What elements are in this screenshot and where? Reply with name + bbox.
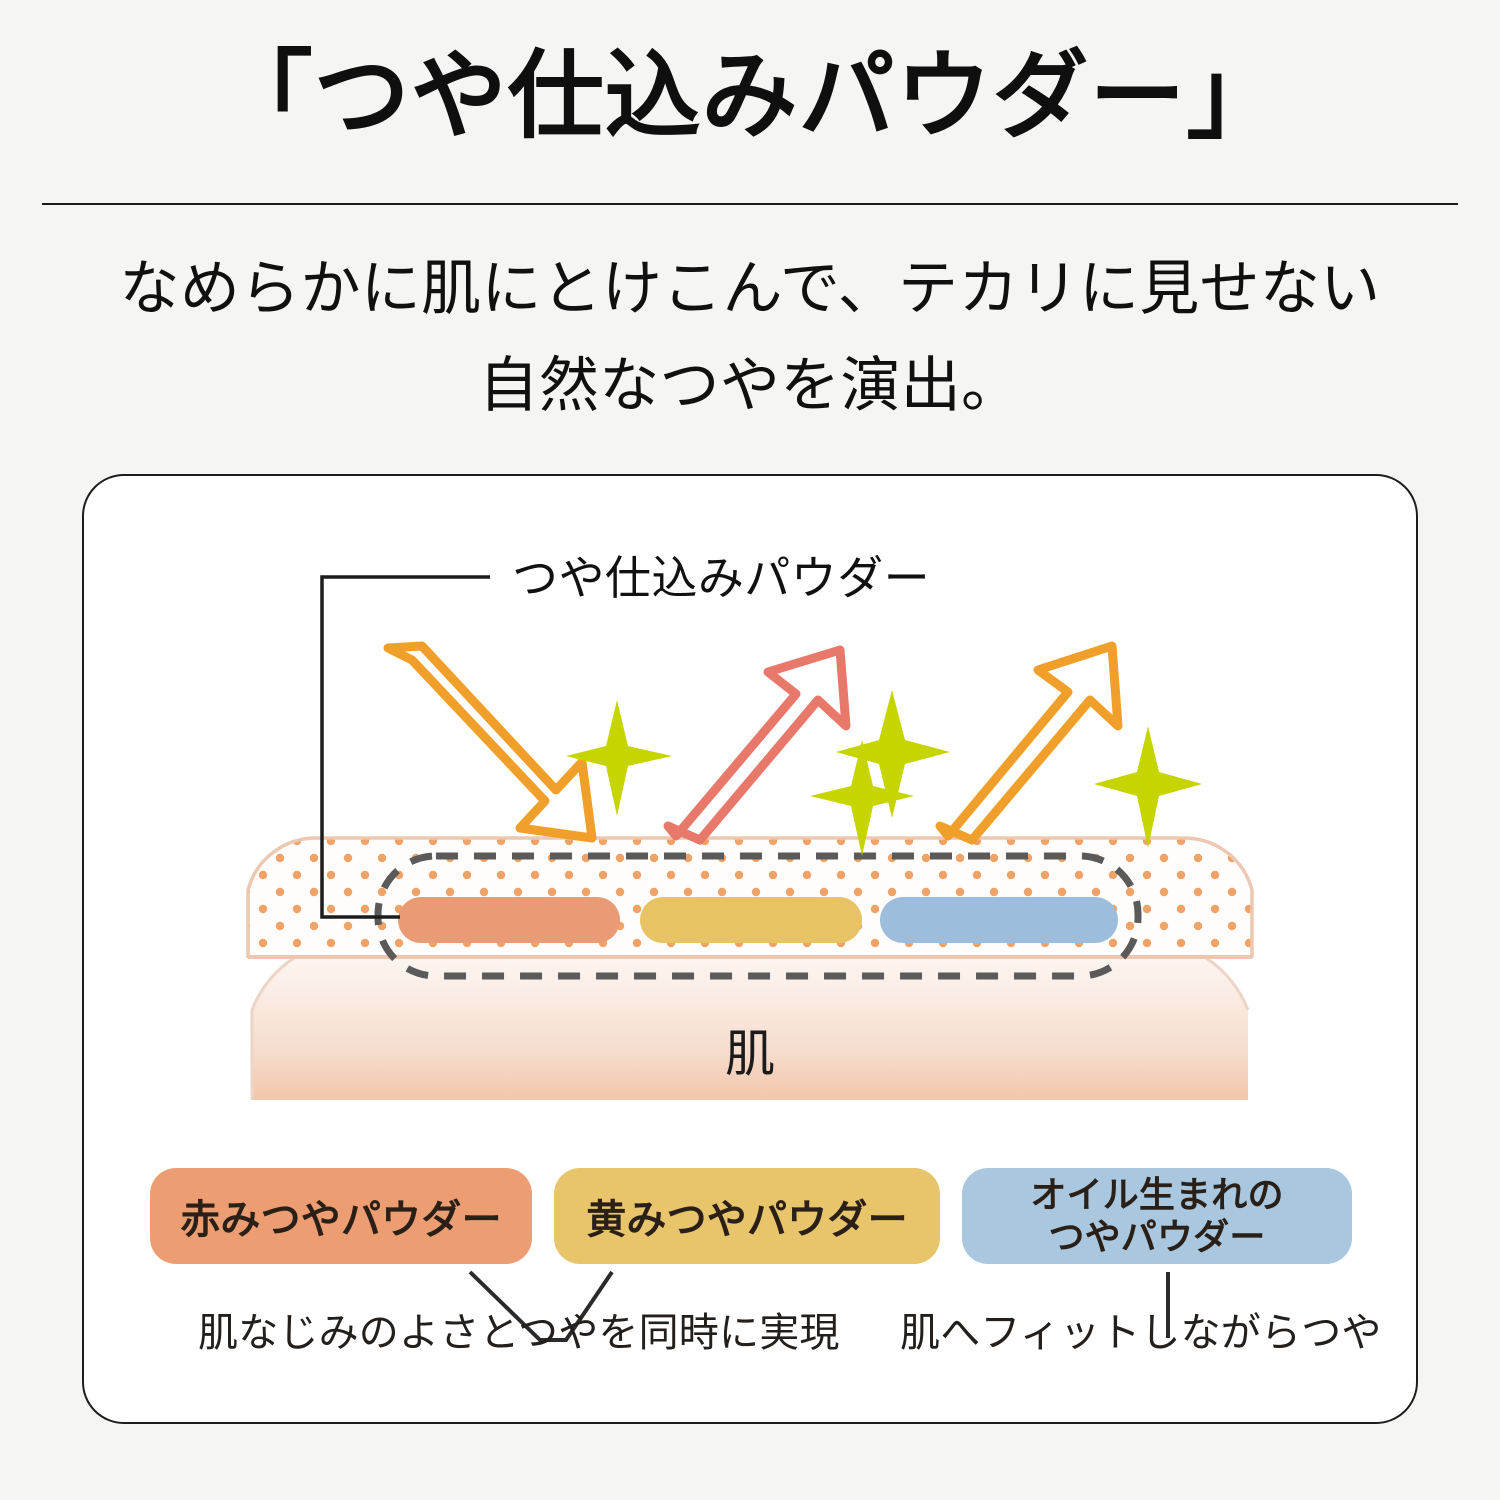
page-title: 「つや仕込みパウダー」 — [216, 43, 1284, 150]
legend-chip-yellow-powder[interactable]: 黄みつやパウダー — [554, 1168, 940, 1264]
legend-chip-yellow-powder-label: 黄みつやパウダー — [586, 1198, 908, 1242]
title-divider — [42, 203, 1458, 205]
skin-label: 肌 — [725, 1026, 775, 1082]
subtitle-line-2: 自然なつやを演出。 — [478, 352, 1022, 420]
legend-chip-oil-powder[interactable]: オイル生まれの つやパウダー — [962, 1168, 1352, 1264]
legend-chip-red-powder[interactable]: 赤みつやパウダー — [150, 1168, 532, 1264]
legend-chip-oil-powder-label-line2: つやパウダー — [1048, 1216, 1266, 1257]
caption-left: 肌なじみのよさとつやを同時に実現 — [198, 1311, 840, 1355]
legend-chips: 赤みつやパウダー 黄みつやパウダー オイル生まれの つやパウダー — [150, 1168, 1370, 1272]
callout-label: つや仕込みパウダー — [512, 552, 931, 604]
legend-chip-oil-powder-label-line1: オイル生まれの — [1030, 1173, 1284, 1215]
legend-chip-red-powder-label: 赤みつやパウダー — [180, 1198, 502, 1242]
subtitle-line-1: なめらかに肌にとけこんで、テカリに見せない — [119, 255, 1381, 322]
caption-right: 肌へフィットしながらつや — [900, 1311, 1382, 1355]
diagram-card — [82, 474, 1418, 1424]
page-subtitle: なめらかに肌にとけこんで、テカリに見せない 自然なつやを演出。 — [0, 240, 1500, 434]
